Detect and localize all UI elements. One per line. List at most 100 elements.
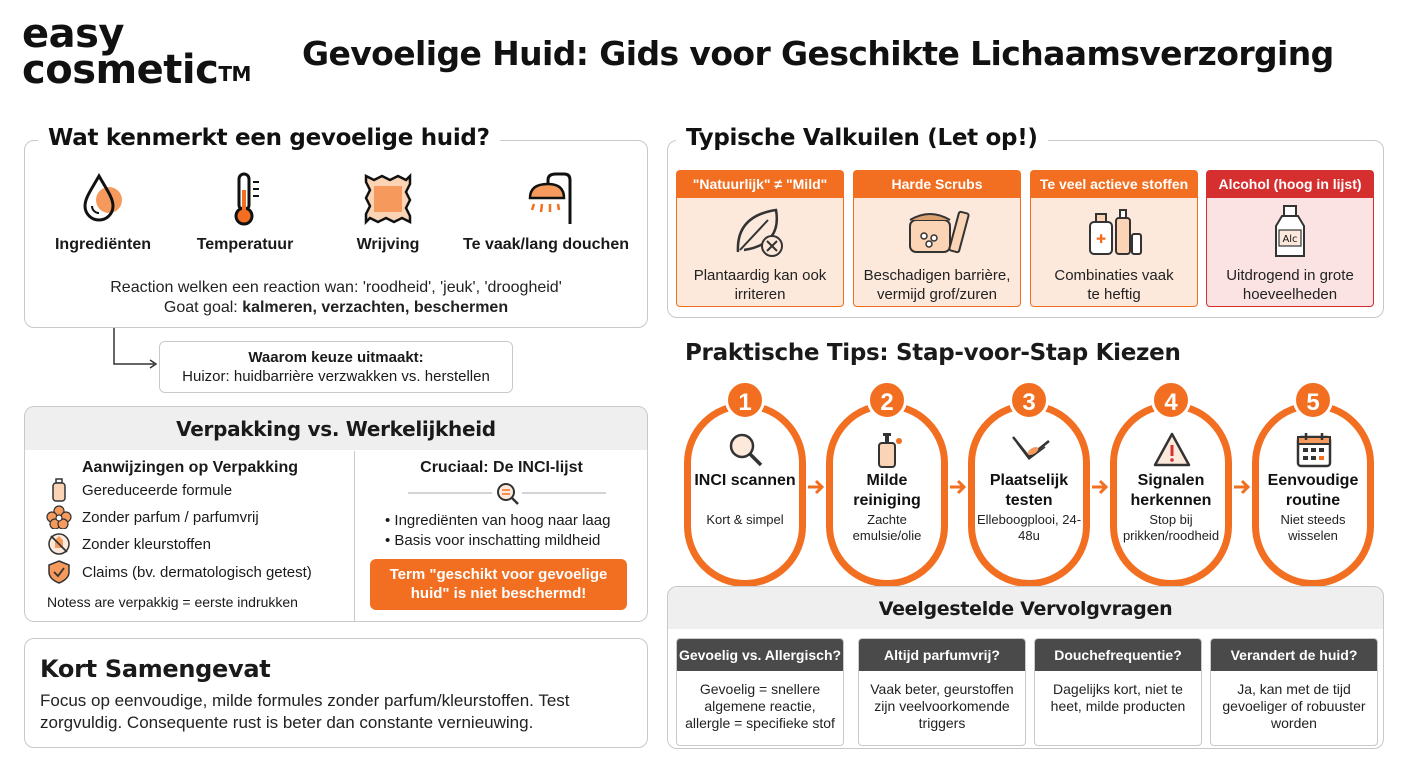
pitfall-label: Harde Scrubs	[854, 171, 1020, 198]
step-card: Plaatselijk testen Elleboogplooi, 24-48u	[968, 402, 1090, 587]
page-title: Gevoelige Huid: Gids voor Geschikte Lich…	[302, 34, 1334, 73]
faq-heading: Veelgestelde Vervolgvragen	[667, 586, 1384, 630]
step-title: Plaatselijk testen	[989, 472, 1069, 509]
thermometer-icon	[234, 172, 259, 226]
faq-question: Altijd parfumvrij?	[859, 639, 1025, 671]
inci-item: • Basis voor inschatting mildheid	[385, 532, 601, 549]
faq-answer: Ja, kan met de tijd gevoeliger of robuus…	[1222, 681, 1366, 731]
kenmerkt-heading: Wat kenmerkt een gevoelige huid?	[38, 125, 500, 151]
step-desc: Elleboogplooi, 24-48u	[976, 512, 1082, 543]
pack-item: Gereduceerde formule	[46, 478, 232, 502]
brand-logo[interactable]: easy cosmeticTM	[22, 14, 251, 90]
verpakking-left-title: Aanwijzingen op Verpakking	[82, 459, 299, 476]
magnifier-icon	[729, 433, 763, 467]
goal-prefix: Goat goal:	[163, 299, 238, 316]
no-color-icon	[48, 533, 70, 555]
faq-answer: Vaak beter, geurstoffen zijn veelvoorkom…	[870, 681, 1014, 731]
pitfall-text: Uitdrogend in grote hoeveelheden	[1226, 267, 1354, 303]
faq-card[interactable]: Gevoelig vs. Allergisch? Gevoelig = snel…	[676, 638, 844, 746]
why-text: Huizor: huidbarrière verzwakken vs. hers…	[182, 368, 490, 385]
brand-line-2: cosmetic	[22, 47, 219, 93]
verpakking-heading: Verpakking vs. Werkelijkheid	[24, 406, 648, 451]
characteristic-friction: Wrijving	[303, 172, 473, 254]
elbow-icon	[1012, 436, 1050, 461]
characteristic-label: Ingrediënten	[54, 236, 151, 253]
faq-question: Verandert de huid?	[1211, 639, 1377, 671]
characteristic-temperature: Temperatuur	[160, 172, 330, 254]
pump-bottle-icon	[878, 433, 902, 468]
step-card: Signalen herkennen Stop bij prikken/rood…	[1110, 402, 1232, 587]
step-number: 2	[867, 380, 907, 420]
arrow-right-icon	[950, 479, 967, 495]
step-desc: Kort & simpel	[706, 512, 784, 527]
pack-item-label: Gereduceerde formule	[82, 481, 233, 499]
pitfall-label: Te veel actieve stoffen	[1031, 171, 1197, 198]
goal-bold: kalmeren, verzachten, beschermen	[242, 299, 509, 316]
pack-item: Claims (bv. dermatologisch getest)	[46, 560, 312, 584]
verpakking-divider	[354, 451, 355, 621]
samengevat-text: Focus op eenvoudige, milde formules zond…	[40, 691, 570, 732]
why-box: Waarom keuze uitmaakt: Huizor: huidbarri…	[159, 341, 513, 393]
step-number: 4	[1151, 380, 1191, 420]
arrow-right-icon	[808, 479, 825, 495]
samengevat-heading: Kort Samengevat	[40, 655, 271, 683]
leaf-icon	[736, 208, 783, 257]
kenmerkt-card	[24, 140, 648, 328]
step-desc: Niet steeds wisselen	[1280, 512, 1346, 543]
pack-item-label: Zonder parfum / parfumvrij	[82, 508, 259, 526]
faq-answer: Gevoelig = snellere algemene reactie, al…	[685, 681, 835, 731]
svg-text:✚: ✚	[1096, 232, 1106, 246]
arrow-right-icon	[1234, 479, 1251, 495]
connector-arrow	[113, 328, 158, 369]
shower-icon	[528, 172, 572, 224]
faq-card[interactable]: Altijd parfumvrij? Vaak beter, geurstoff…	[858, 638, 1026, 746]
step-desc: Stop bij prikken/roodheid	[1122, 512, 1220, 543]
step-number: 3	[1009, 380, 1049, 420]
fabric-icon	[364, 172, 412, 226]
bottles-icon: ✚	[1089, 209, 1142, 255]
pitfall-label: "Natuurlijk" ≠ "Mild"	[677, 171, 843, 198]
pitfall-label: Alcohol (hoog in lijst)	[1207, 171, 1373, 198]
pack-item-label: Zonder kleurstoffen	[82, 535, 211, 553]
characteristic-label: Te vaak/lang douchen	[463, 236, 629, 253]
faq-answer: Dagelijks kort, niet te heet, milde prod…	[1050, 681, 1186, 714]
verpakking-right-title: Cruciaal: De INCI-lijst	[420, 459, 583, 476]
faq-question: Gevoelig vs. Allergisch?	[677, 639, 843, 671]
pitfall-card: Alcohol (hoog in lijst) Alc Uitdrogend i…	[1206, 170, 1374, 307]
brand-line-1: easy	[22, 11, 125, 57]
shield-icon	[48, 560, 70, 584]
warning-icon	[1153, 432, 1191, 467]
step-number: 5	[1293, 380, 1333, 420]
goal-text: Goat goal: kalmeren, verzachten, bescher…	[24, 299, 648, 317]
scrub-jar-icon	[909, 210, 970, 254]
reaction-text: Reaction welken een reaction wan: 'roodh…	[110, 279, 562, 296]
step-title: Eenvoudige routine	[1267, 472, 1359, 509]
verpakking-left-note: Notesѕ are verpakkig = eerste indrukken	[47, 594, 298, 610]
step-card: Milde reiniging Zachte emulsie/olie	[826, 402, 948, 587]
pitfall-card: Harde Scrubs Beschadigen barrière, vermi…	[853, 170, 1021, 307]
calendar-icon	[1296, 433, 1332, 468]
step-title: Milde reiniging	[853, 472, 921, 509]
flower-icon	[46, 505, 72, 529]
faq-card[interactable]: Verandert de huid? Ja, kan met de tijd g…	[1210, 638, 1378, 746]
faq-question: Douchefrequentie?	[1035, 639, 1201, 671]
inci-item: • Ingrediënten van hoog naar laag	[385, 512, 611, 529]
step-title: Signalen herkennen	[1130, 472, 1212, 509]
characteristic-showering: Te vaak/lang douchen	[461, 172, 631, 254]
why-title: Waarom keuze uitmaakt:	[248, 349, 424, 366]
characteristic-label: Temperatuur	[196, 236, 294, 253]
step-card: INCI scannen Kort & simpel	[684, 402, 806, 587]
alc-label: Alc	[1282, 234, 1297, 245]
step-number: 1	[725, 380, 765, 420]
step-card: Eenvoudige routine Niet steeds wisselen	[1252, 402, 1374, 587]
pitfall-text: Combinaties vaak te heftig	[1054, 267, 1174, 303]
pitfall-card: Te veel actieve stoffen ✚ Combinaties va…	[1030, 170, 1198, 307]
tips-heading: Praktische Tips: Stap-voor-Stap Kiezen	[685, 340, 1181, 366]
pitfall-text: Beschadigen barrière, vermijd grof/zuren	[863, 267, 1011, 303]
step-desc: Zachte emulsie/olie	[852, 512, 922, 543]
droplet-icon	[83, 172, 122, 222]
samengevat-card	[24, 638, 648, 748]
inci-magnifier-icon	[408, 483, 606, 505]
step-title: INCI scannen	[694, 472, 796, 489]
faq-card[interactable]: Douchefrequentie? Dagelijks kort, niet t…	[1034, 638, 1202, 746]
